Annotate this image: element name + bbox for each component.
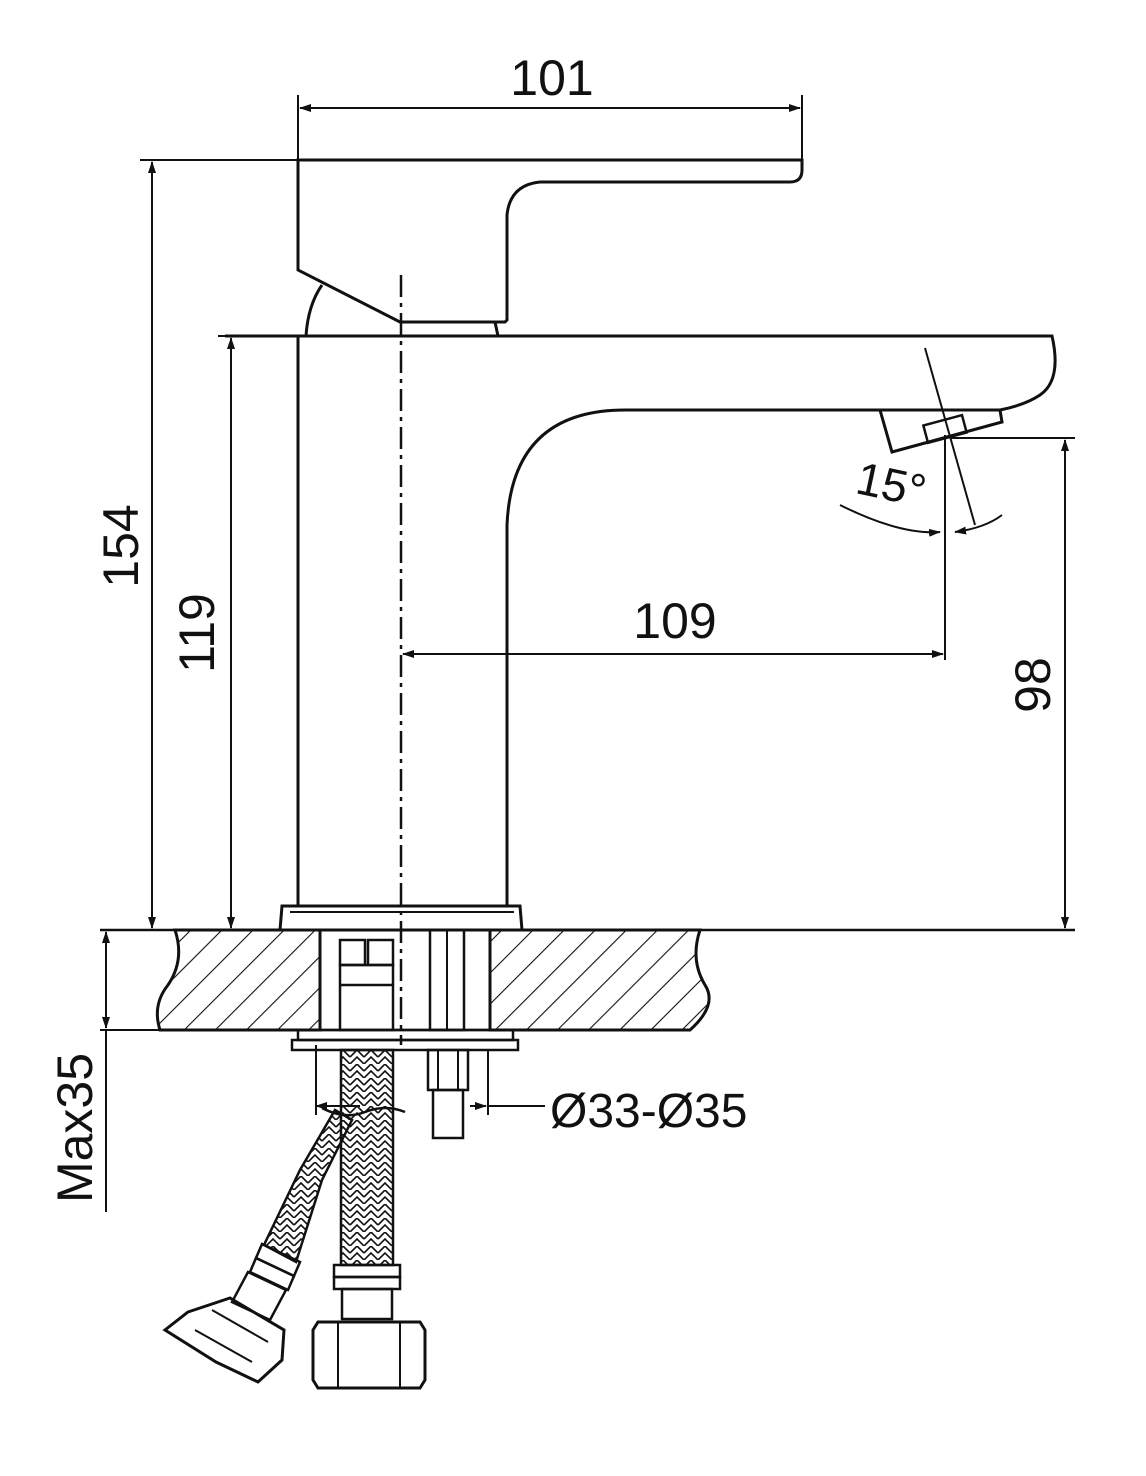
mounting-hardware: [290, 928, 520, 1140]
dim-spout-reach: 109: [633, 593, 716, 649]
dim-body-height: 119: [169, 593, 225, 673]
dim-handle-reach: 101: [510, 50, 593, 106]
dimension-lines: [102, 95, 1075, 1212]
supply-hoses: [162, 1048, 427, 1390]
dim-hole-diameter: Ø33-Ø35: [550, 1085, 747, 1138]
dim-total-height: 154: [93, 504, 149, 587]
dim-spout-angle: 15°: [852, 452, 931, 517]
faucet-body: [225, 158, 1057, 932]
countertop-section: [100, 928, 1075, 1032]
dim-spout-clearance: 98: [1005, 657, 1061, 713]
dim-max-deck-thickness: Max35: [47, 1053, 103, 1203]
